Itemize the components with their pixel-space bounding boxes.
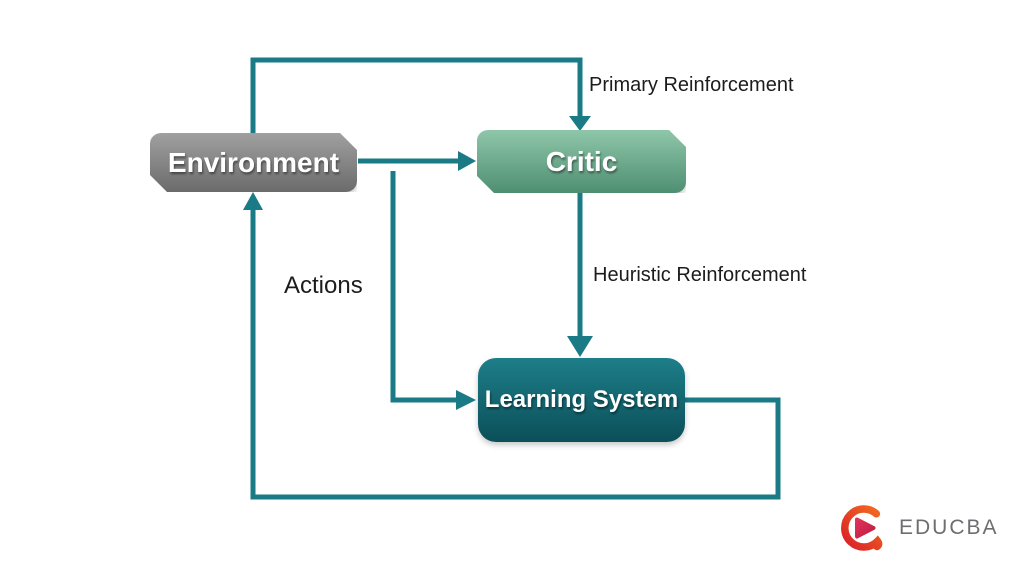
arrowhead-into-critic-top (569, 116, 591, 131)
node-critic: Critic (477, 130, 686, 193)
actions-label: Actions (284, 272, 363, 299)
educba-logo-text: EDUCBA (899, 516, 999, 539)
edge-primary-reinforcement (250, 57, 583, 133)
node-environment-label: Environment (167, 146, 340, 178)
logo-ring (841, 505, 883, 551)
educba-logo-icon (841, 505, 883, 551)
primary-reinforcement-label: Primary Reinforcement (589, 74, 794, 96)
educba-logo: EDUCBA (836, 500, 999, 556)
node-environment: Environment (150, 133, 357, 192)
node-learning-system: Learning System (478, 358, 685, 442)
edge-feedback-loop (250, 208, 781, 500)
arrowhead-into-critic-left (458, 151, 476, 171)
logo-play-icon (855, 517, 876, 539)
node-learning-system-label: Learning System (484, 386, 679, 413)
arrowhead-into-learning-top (567, 336, 593, 357)
arrowhead-into-environment-bottom (243, 192, 263, 210)
heuristic-reinforcement-label: Heuristic Reinforcement (593, 264, 807, 286)
edge-actions (390, 171, 458, 403)
arrowhead-into-learning-left (456, 390, 476, 410)
node-critic-label: Critic (545, 145, 618, 177)
